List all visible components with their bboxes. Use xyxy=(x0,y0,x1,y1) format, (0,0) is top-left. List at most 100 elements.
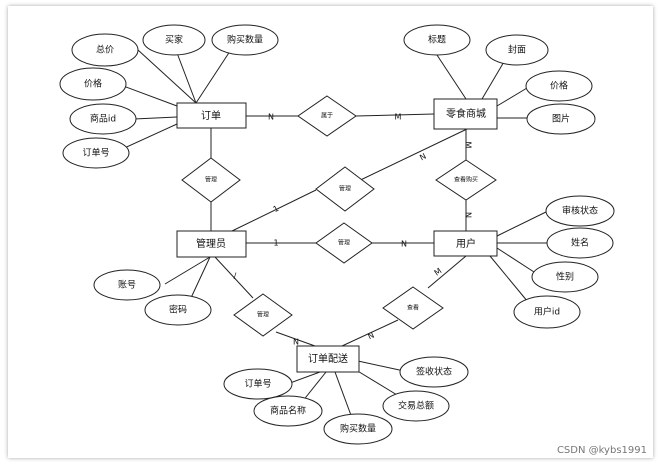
relationship-user-buy-label: 查看购买 xyxy=(454,176,478,184)
relationship-admin-user-label: 管理 xyxy=(338,239,350,247)
attr-user-review-status-label: 审核状态 xyxy=(562,205,598,217)
attr-delivery-sign-status: 签收状态 xyxy=(399,356,469,388)
card-delivery-admin: N xyxy=(293,338,299,347)
attr-order-total-price: 总价 xyxy=(71,33,139,67)
edge-delivery-sign xyxy=(357,360,405,372)
edge-store-title xyxy=(434,51,467,100)
edge-order-total-price xyxy=(137,49,197,104)
attr-admin-password-label: 密码 xyxy=(169,304,187,316)
edge-adminstore-admin xyxy=(231,189,317,232)
entity-admin-label: 管理员 xyxy=(196,237,226,250)
edge-userview-delivery xyxy=(341,319,399,347)
edge-user-review xyxy=(496,210,549,237)
relationship-admin-delivery: 管理 xyxy=(233,293,293,337)
edge-user-gender xyxy=(496,247,535,273)
relationship-user-view: 查看 xyxy=(382,286,444,330)
attr-order-product-id: 商品id xyxy=(69,103,137,135)
relationship-user-buy: 查看购买 xyxy=(435,159,497,201)
edge-delivery-total xyxy=(355,369,403,399)
relationship-belongs-label: 属于 xyxy=(321,113,333,120)
card-admin-store: 1 xyxy=(272,204,281,214)
attr-order-number: 订单号 xyxy=(62,137,130,169)
card-store-admin: N xyxy=(418,152,428,163)
attr-order-total-price-label: 总价 xyxy=(96,44,114,56)
edge-user-id xyxy=(489,255,529,303)
card-order-belongs: N xyxy=(268,113,274,122)
entity-delivery: 订单配送 xyxy=(296,345,360,373)
attr-store-cover-label: 封面 xyxy=(508,44,526,56)
attr-delivery-quantity: 购买数量 xyxy=(323,413,393,445)
attr-order-number-label: 订单号 xyxy=(82,147,109,159)
attr-store-cover: 封面 xyxy=(485,34,549,66)
relationship-user-view-label: 查看 xyxy=(407,304,419,312)
card-admin-user: 1 xyxy=(273,239,278,248)
relationship-belongs: 属于 xyxy=(297,95,357,137)
attr-delivery-quantity-label: 购买数量 xyxy=(340,423,376,435)
edge-user-userview xyxy=(427,255,467,289)
edge-admin-account xyxy=(164,256,211,285)
attr-user-review-status: 审核状态 xyxy=(545,195,615,227)
attr-delivery-product-name: 商品名称 xyxy=(253,395,323,427)
card-user-view: M xyxy=(433,266,444,277)
attr-delivery-total-amount-label: 交易总额 xyxy=(398,400,434,412)
relationship-admin-user: 管理 xyxy=(315,222,373,264)
attr-order-buyer-label: 买家 xyxy=(165,34,183,46)
edge-delivery-product-name xyxy=(301,371,327,403)
entity-order-label: 订单 xyxy=(201,110,221,122)
csdn-watermark: CSDN @kybs1991 xyxy=(556,445,647,456)
attr-order-buyer: 买家 xyxy=(142,24,206,56)
edge-store-adminstore xyxy=(347,128,468,187)
edge-store-price xyxy=(496,87,528,107)
edge-belongs-store xyxy=(355,113,435,117)
entity-delivery-label: 订单配送 xyxy=(308,352,348,365)
entity-admin: 管理员 xyxy=(176,230,247,258)
attr-store-title-label: 标题 xyxy=(428,34,446,46)
edge-order-number xyxy=(119,123,178,151)
attr-store-image-label: 图片 xyxy=(552,113,570,125)
card-admin-delivery: / xyxy=(234,272,237,281)
card-delivery-view: N xyxy=(366,331,375,342)
attr-delivery-sign-status-label: 签收状态 xyxy=(416,366,452,378)
attr-delivery-order-number-label: 订单号 xyxy=(244,378,271,390)
attr-order-price: 价格 xyxy=(59,67,127,101)
attr-user-id-label: 用户id xyxy=(534,306,560,318)
card-user-userbuy: N xyxy=(464,212,473,218)
edge-admin-admindelivery xyxy=(214,256,254,299)
attr-delivery-product-name-label: 商品名称 xyxy=(270,405,306,417)
relationship-admin-store: 管理 xyxy=(315,166,375,212)
cardinalities: N M N 1 1 N M N / N M N xyxy=(234,113,473,347)
entity-store-label: 零食商城 xyxy=(446,107,486,120)
relationship-admin-store-label: 管理 xyxy=(339,185,351,193)
relationship-admin-delivery-label: 管理 xyxy=(257,311,269,319)
edge-admindelivery-delivery xyxy=(275,331,316,347)
attr-user-name: 姓名 xyxy=(546,227,614,259)
entity-order: 订单 xyxy=(176,102,247,129)
attr-delivery-order-number: 订单号 xyxy=(223,368,293,400)
relationship-admin-order-label: 管理 xyxy=(205,176,217,184)
attr-user-id: 用户id xyxy=(513,295,581,329)
attr-delivery-total-amount: 交易总额 xyxy=(382,390,450,422)
attr-order-quantity: 购买数量 xyxy=(211,24,279,56)
attr-user-gender-label: 性别 xyxy=(556,271,574,283)
entity-user: 用户 xyxy=(433,230,498,257)
attr-store-price-label: 价格 xyxy=(550,80,568,92)
edge-order-product-id xyxy=(133,116,178,120)
edge-delivery-order-number xyxy=(289,371,321,384)
relationship-admin-order: 管理 xyxy=(181,157,241,203)
attr-store-price: 价格 xyxy=(525,70,593,102)
attr-store-title: 标题 xyxy=(403,24,471,56)
card-store-belongs: M xyxy=(395,113,402,122)
attr-user-gender: 性别 xyxy=(531,261,599,293)
edge-order-price xyxy=(117,83,178,107)
attr-user-name-label: 姓名 xyxy=(571,237,589,249)
entity-store: 零食商城 xyxy=(433,98,498,130)
attr-admin-account: 账号 xyxy=(93,269,161,301)
card-user-admin: N xyxy=(401,240,407,249)
entity-user-label: 用户 xyxy=(456,237,476,250)
attr-admin-account-label: 账号 xyxy=(118,280,136,291)
edge-delivery-quantity xyxy=(334,371,353,419)
edge-admin-password xyxy=(189,256,211,301)
attr-admin-password: 密码 xyxy=(144,294,212,326)
attr-order-quantity-label: 购买数量 xyxy=(227,34,263,46)
